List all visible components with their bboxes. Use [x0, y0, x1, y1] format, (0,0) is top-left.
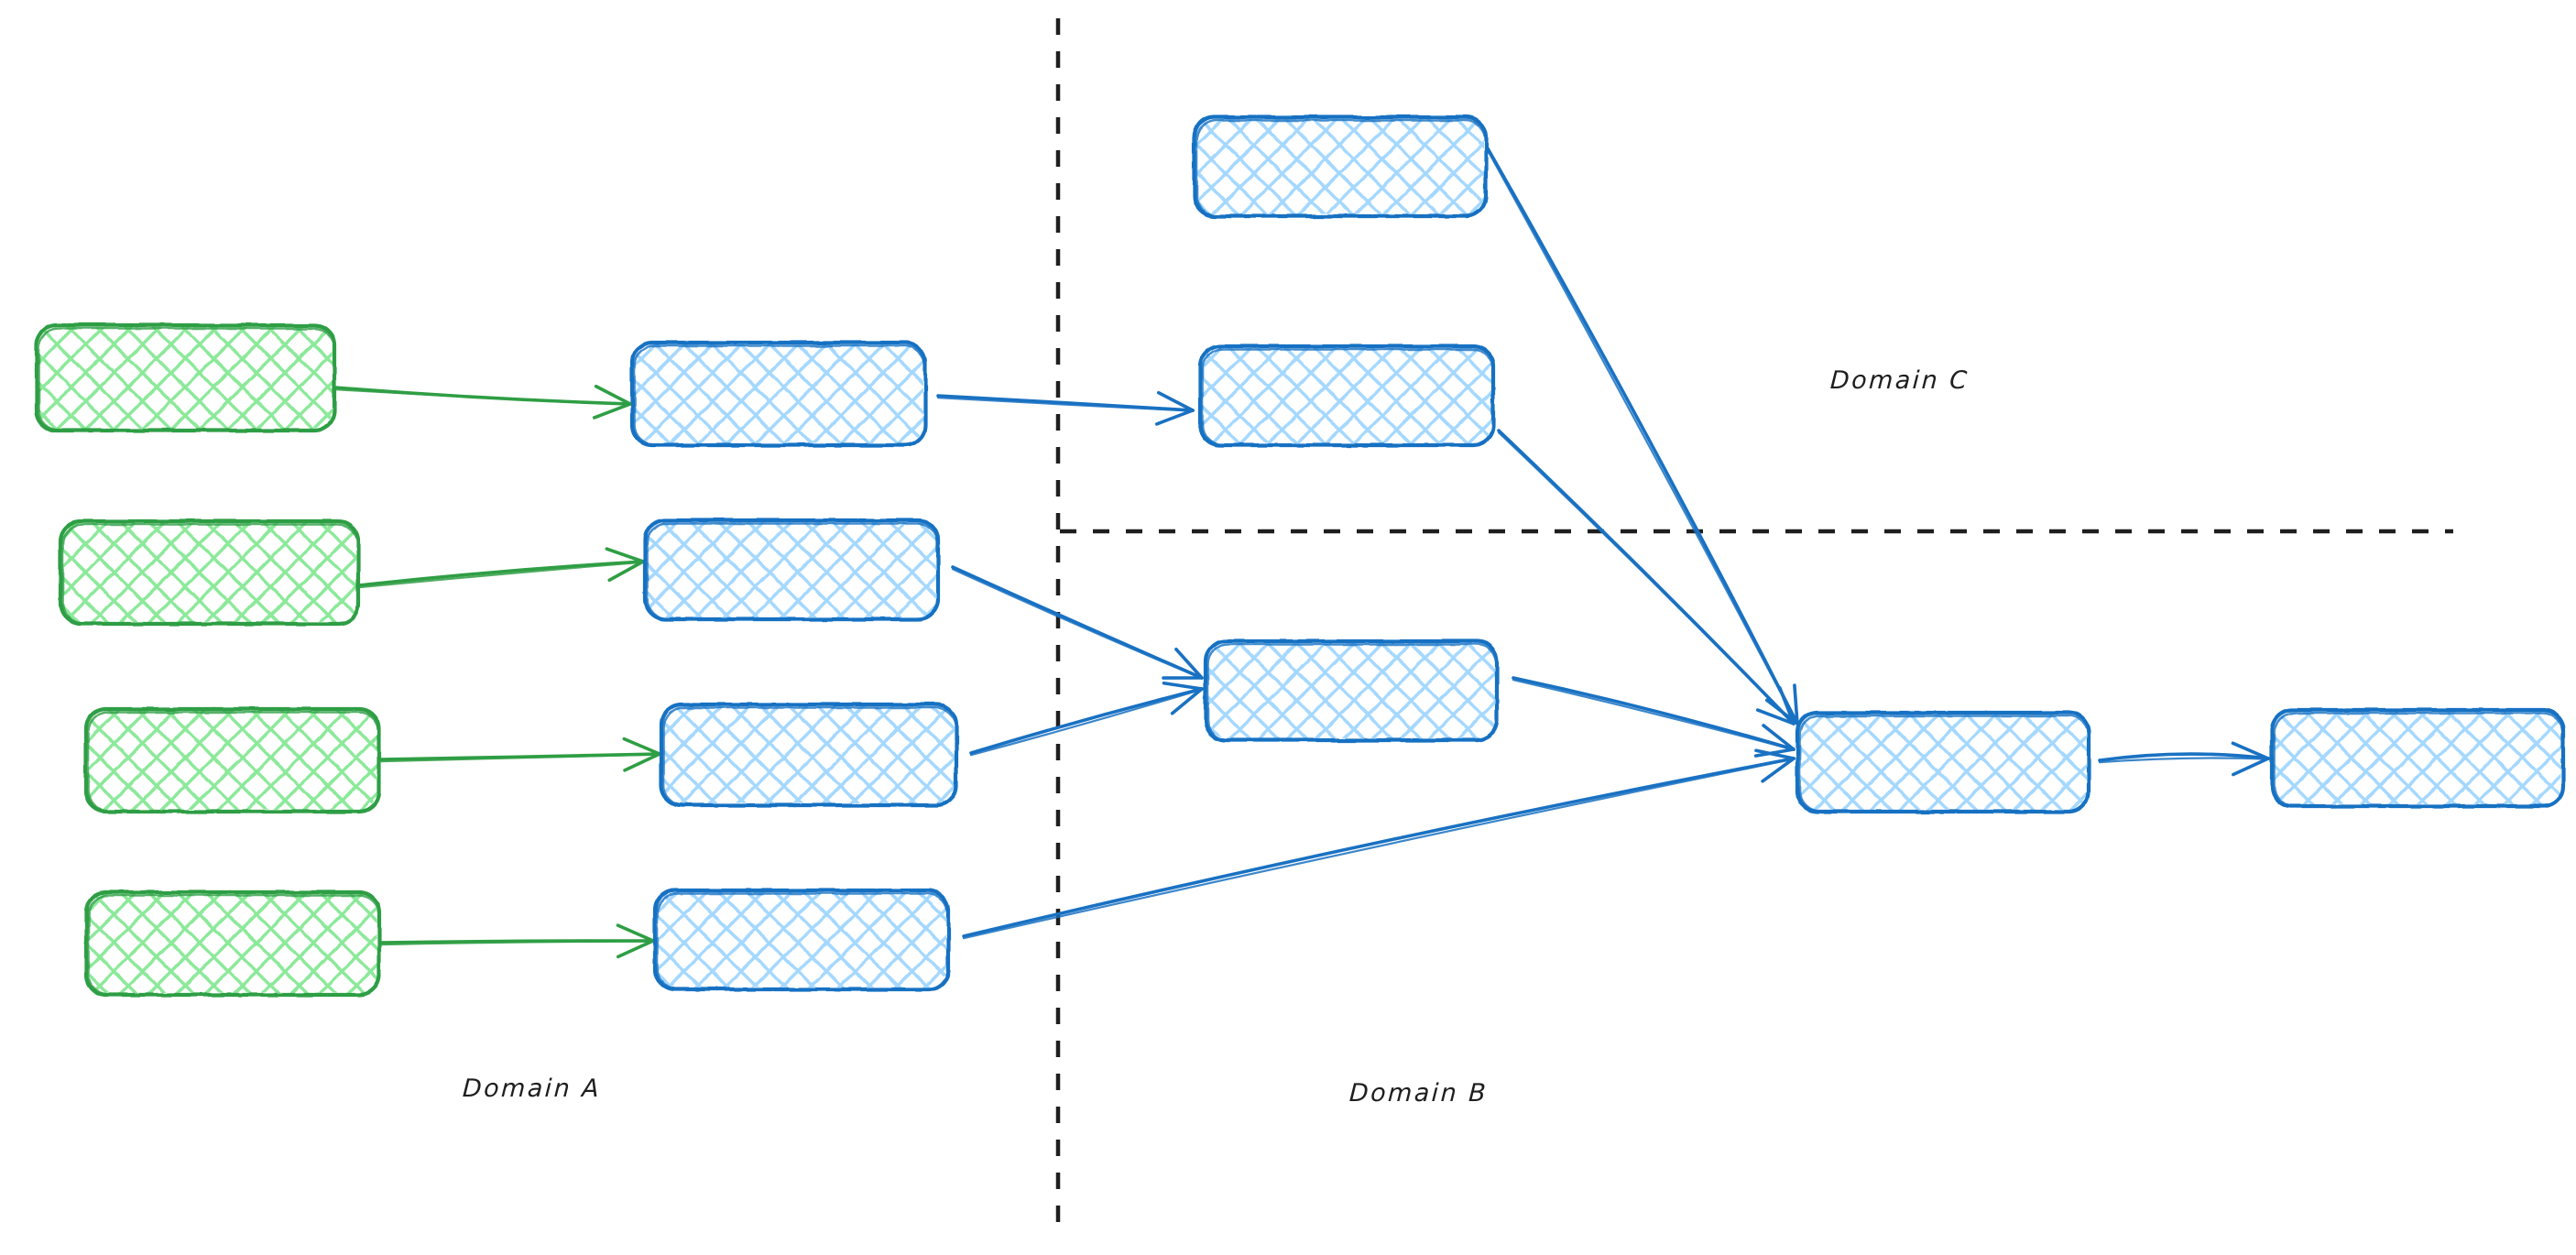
node-b4[interactable]: [652, 888, 951, 992]
label-domain-a: Domain A: [462, 1075, 602, 1103]
node-outline-sketch: [662, 706, 957, 806]
node-c1[interactable]: [1192, 115, 1489, 219]
node-e1[interactable]: [2269, 707, 2566, 809]
node-outline-sketch: [646, 522, 939, 620]
edge-e-c2-d1: [1497, 429, 1796, 726]
node-d1[interactable]: [1795, 710, 2091, 814]
edge-e-b4-d1: [962, 748, 1796, 940]
node-b2[interactable]: [642, 518, 941, 622]
edge-e-c1-d1: [1486, 147, 1799, 726]
label-domain-b: Domain B: [1348, 1079, 1489, 1108]
node-c2[interactable]: [1197, 344, 1496, 448]
edge-layer: [333, 147, 2270, 959]
edge-e-a3-b3: [379, 737, 661, 772]
node-outline-sketch: [633, 344, 926, 446]
edge-e-b2-c3: [951, 565, 1204, 680]
node-outline-sketch: [61, 523, 359, 625]
edge-e-a1-b1: [333, 384, 632, 420]
node-layer: [34, 115, 2566, 998]
node-b3[interactable]: [659, 702, 959, 808]
edge-e-b3-c3: [969, 681, 1204, 757]
node-c3[interactable]: [1203, 638, 1500, 743]
edge-e-a4-b4: [379, 923, 655, 959]
node-a1[interactable]: [34, 322, 337, 433]
node-a4[interactable]: [83, 889, 382, 998]
node-outline-sketch: [1201, 348, 1494, 446]
node-a2[interactable]: [58, 518, 361, 627]
node-outline-sketch: [38, 327, 335, 431]
edge-e-c3-d1: [1512, 676, 1796, 758]
edge-e-d1-e1: [2098, 741, 2270, 777]
edge-e-a2-b2: [357, 547, 645, 589]
node-outline-sketch: [1195, 119, 1487, 217]
node-outline-sketch: [1206, 643, 1498, 741]
node-outline-sketch: [87, 711, 380, 813]
node-outline-sketch: [656, 892, 949, 990]
divider-layer: [1055, 18, 2453, 1235]
node-outline-sketch: [2273, 712, 2564, 807]
node-a3[interactable]: [83, 706, 382, 814]
node-outline-sketch: [87, 894, 380, 996]
node-outline-sketch: [1798, 715, 2090, 813]
node-b1[interactable]: [629, 340, 928, 448]
edge-e-b1-c2: [936, 390, 1195, 426]
label-domain-c: Domain C: [1829, 366, 1970, 395]
